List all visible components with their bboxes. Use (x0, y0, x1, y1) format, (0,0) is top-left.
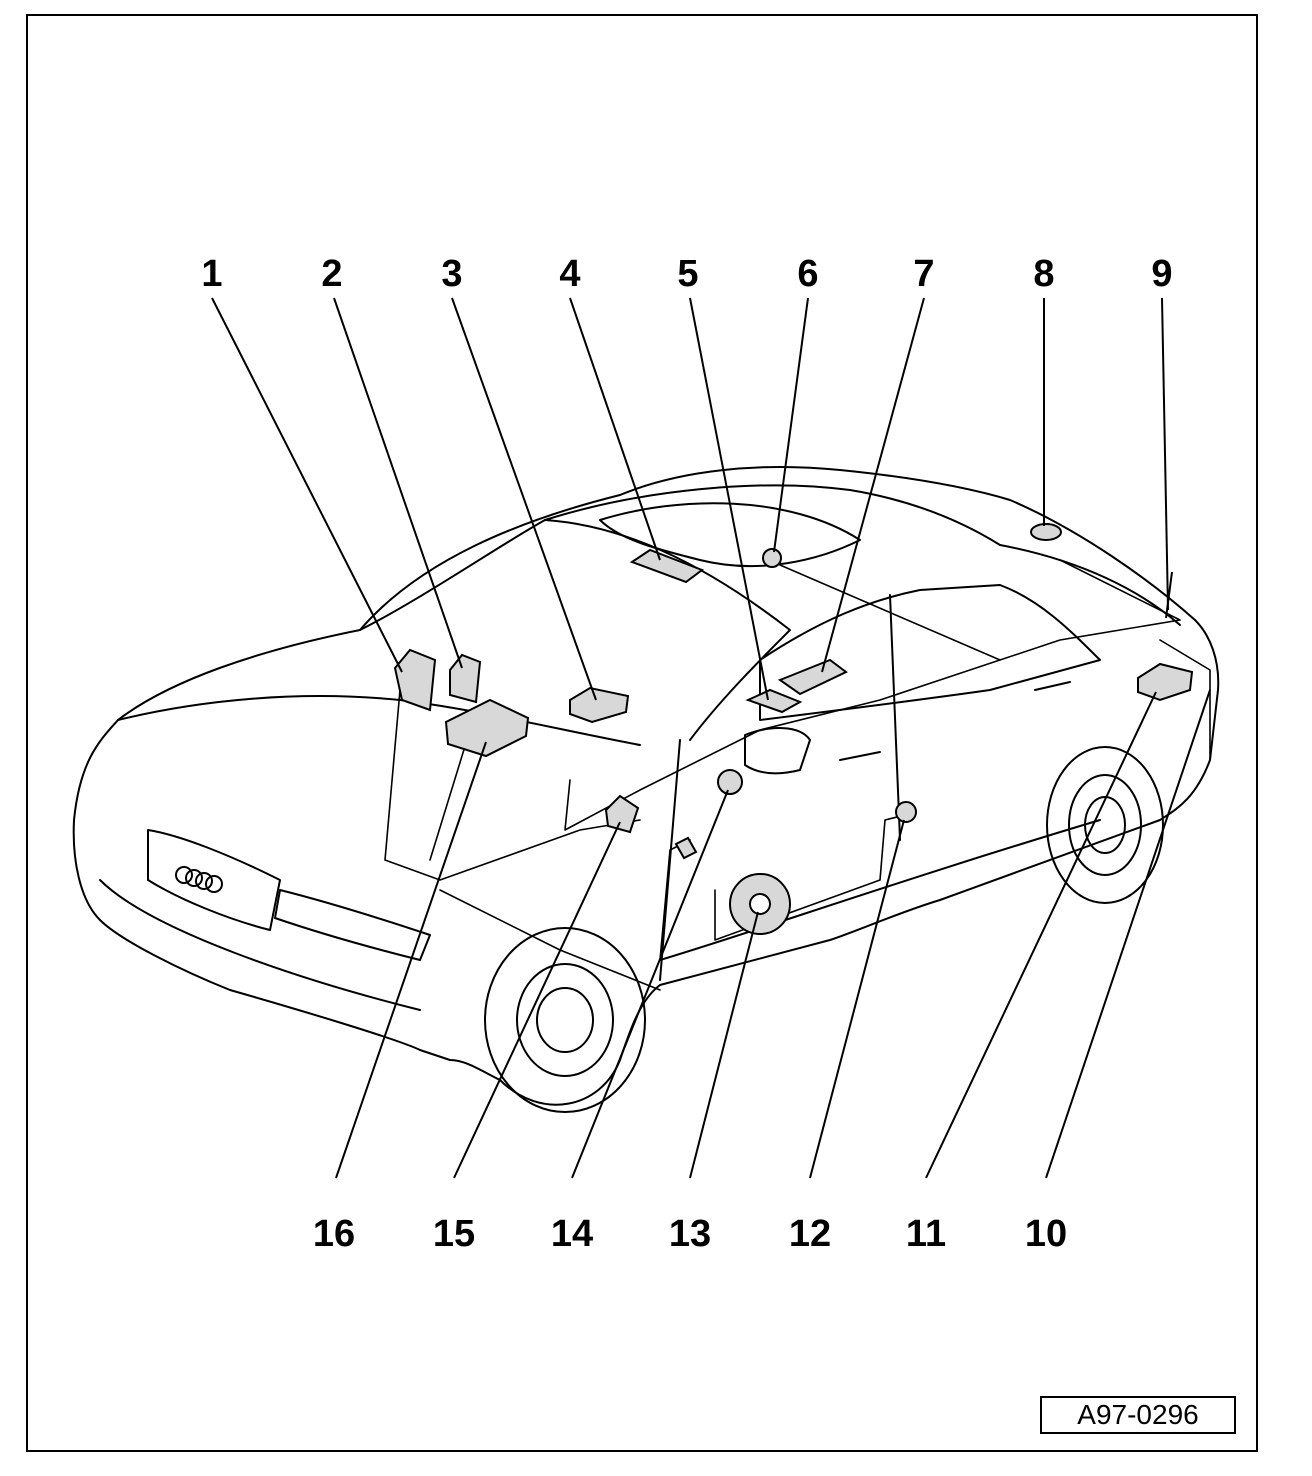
leader-7 (821, 297, 925, 673)
b-pillar (889, 594, 901, 841)
component-9-antenna (1165, 571, 1173, 619)
leader-12 (809, 819, 905, 1179)
leader-6 (773, 297, 809, 553)
callout-2: 2 (321, 253, 342, 295)
component-2-control-unit (449, 653, 482, 704)
component-15-unit (604, 794, 640, 834)
callout-10: 10 (1025, 1213, 1067, 1255)
leader-13 (689, 911, 759, 1179)
front-wheel-hub (536, 987, 594, 1053)
callout-5: 5 (677, 253, 698, 295)
callout-6: 6 (797, 253, 818, 295)
rear-wheel-rim (1068, 774, 1142, 876)
component-5-switch (745, 688, 803, 714)
car-body-outline (72, 466, 1220, 1106)
component-10-11-module (1137, 662, 1194, 702)
callout-3: 3 (441, 253, 462, 295)
callout-1: 1 (201, 253, 222, 295)
leader-1 (211, 297, 403, 673)
callout-16: 16 (313, 1213, 355, 1255)
leader-3 (451, 297, 597, 701)
component-12-speaker (895, 801, 917, 823)
door-handle-rear (1034, 681, 1071, 691)
callout-4: 4 (559, 253, 580, 295)
front-wheel-tire (484, 927, 646, 1113)
component-1-control-unit (393, 648, 437, 712)
mirror-outline (744, 727, 811, 775)
callout-13: 13 (669, 1213, 711, 1255)
callout-8: 8 (1033, 253, 1054, 295)
leader-9 (1161, 297, 1169, 611)
leader-4 (569, 297, 661, 561)
leader-14 (571, 789, 729, 1179)
callout-11: 11 (906, 1213, 946, 1255)
door-handle-front (839, 751, 881, 761)
component-4-unit (629, 548, 705, 584)
component-8-sensor (1030, 523, 1062, 541)
component-14-speaker (717, 769, 743, 795)
grille-outline (147, 829, 281, 931)
callout-15: 15 (433, 1213, 475, 1255)
leader-2 (333, 297, 463, 669)
headlight-left (274, 889, 431, 961)
leader-5 (689, 297, 769, 701)
callout-14: 14 (551, 1213, 593, 1255)
callout-7: 7 (913, 253, 934, 295)
component-6-sensor (762, 548, 782, 568)
component-3-module (569, 686, 630, 724)
leader-10 (1045, 689, 1211, 1179)
door-line (659, 739, 681, 981)
component-14-connector (674, 836, 698, 860)
leader-16 (335, 741, 487, 1179)
hood-line (117, 695, 641, 746)
diagram-frame (26, 14, 1258, 1452)
front-bumper (99, 879, 421, 1011)
component-16-control-unit (444, 698, 530, 758)
component-7-switch-panel (777, 658, 848, 696)
roof-line (544, 484, 1001, 546)
sill-line (659, 819, 1101, 961)
leader-11 (925, 691, 1157, 1179)
callout-12: 12 (789, 1213, 831, 1255)
rear-wheel-hub (1084, 796, 1126, 854)
leader-15 (453, 821, 621, 1179)
component-13-speaker-inner (749, 893, 771, 915)
four-rings-logo-icon (175, 866, 223, 893)
figure-reference-label: A97-0296 (1040, 1396, 1236, 1434)
callout-9: 9 (1151, 253, 1172, 295)
wiring-harness (384, 559, 1211, 991)
side-window-outline (759, 584, 1101, 721)
front-wheel-rim (516, 963, 614, 1077)
rear-wheel-tire (1046, 746, 1164, 904)
